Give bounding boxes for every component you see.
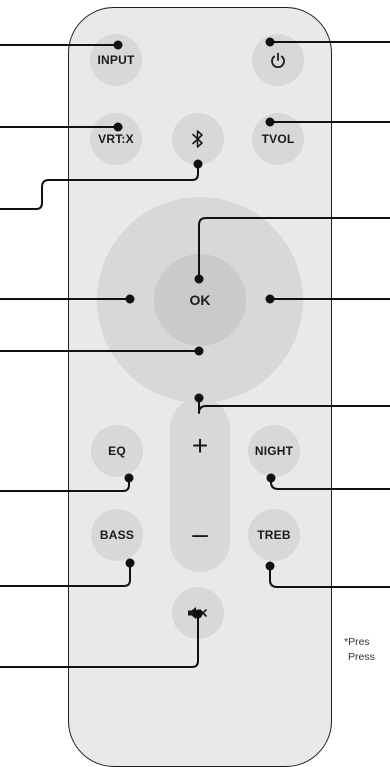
power-button[interactable]	[252, 34, 304, 86]
ok-button-label: OK	[189, 292, 211, 308]
volume-rocker[interactable]	[170, 398, 230, 572]
bluetooth-button[interactable]	[172, 113, 224, 165]
bass-button[interactable]: BASS	[91, 509, 143, 561]
power-icon	[269, 51, 287, 69]
tvol-button-label: TVOL	[261, 132, 295, 146]
night-button[interactable]: NIGHT	[248, 425, 300, 477]
volume-up-button[interactable]: +	[191, 430, 209, 461]
eq-button[interactable]: EQ	[91, 425, 143, 477]
mute-button[interactable]	[172, 587, 224, 639]
footnote-line-2: Press	[348, 651, 375, 663]
mute-icon	[187, 606, 209, 620]
tvol-button[interactable]: TVOL	[252, 113, 304, 165]
ok-button[interactable]: OK	[154, 254, 246, 346]
bass-button-label: BASS	[99, 528, 135, 542]
footnote-line-1: *Pres	[344, 636, 370, 648]
bluetooth-icon	[191, 129, 205, 149]
volume-down-button[interactable]: –	[192, 518, 208, 549]
input-button[interactable]: INPUT	[90, 34, 142, 86]
vrtx-button[interactable]: VRT:X	[90, 113, 142, 165]
night-button-label: NIGHT	[254, 444, 294, 458]
treb-button[interactable]: TREB	[248, 509, 300, 561]
input-button-label: INPUT	[97, 53, 135, 67]
eq-button-label: EQ	[108, 444, 126, 458]
vrtx-button-label: VRT:X	[98, 132, 134, 146]
treb-button-label: TREB	[257, 528, 291, 542]
